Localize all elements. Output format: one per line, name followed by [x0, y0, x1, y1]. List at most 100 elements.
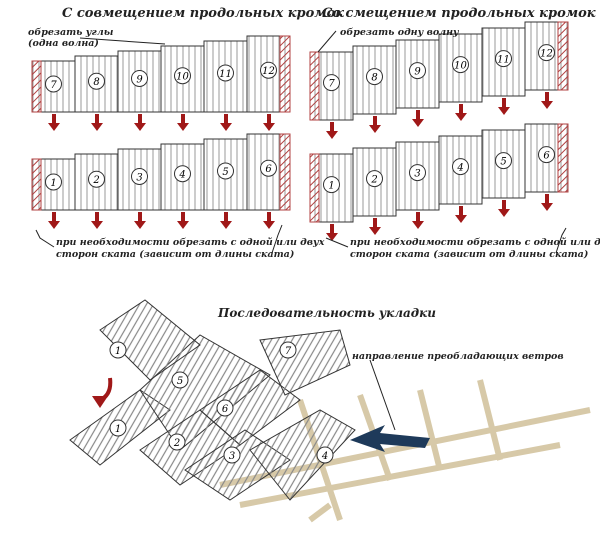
roof-sheet-5: 5 [203, 138, 248, 211]
arrow-shaft [138, 212, 142, 222]
sheet-number: 5 [222, 167, 228, 178]
sheet-body [249, 409, 356, 501]
sheet-number-circle [538, 146, 555, 164]
leader-line [317, 30, 337, 53]
leader-line [271, 224, 283, 254]
sheet-number: 11 [219, 69, 232, 80]
roof-sheet-2: 2 [74, 153, 119, 211]
roof-sheet-7: 7 [31, 60, 76, 113]
roof-sheet-3: 3 [395, 141, 440, 211]
roof-sheet-1: 1 [99, 299, 201, 381]
left-bottom-note-1: при необходимости обрезать с одной или д… [56, 237, 325, 248]
arrow-head [412, 221, 424, 229]
arrow-shaft [52, 114, 56, 124]
down-arrow [412, 212, 424, 229]
wind-direction-label: направление преобладающих ветров [352, 351, 564, 362]
left-panel-title: С совмещением продольных кромок [62, 6, 345, 21]
down-arrow [326, 122, 338, 139]
cut-area-right [557, 123, 569, 193]
arrow-shaft [267, 114, 271, 124]
roof-sheet-2: 2 [352, 147, 397, 217]
roof-sheet-8: 8 [352, 45, 397, 115]
roof-sheet-2: 2 [139, 409, 241, 486]
arrow-shaft [502, 200, 506, 210]
sheet-number-circle [279, 341, 297, 359]
sheet-number: 10 [454, 61, 467, 72]
sheet-number: 3 [136, 172, 142, 183]
sheet-number: 11 [497, 55, 510, 66]
roof-sheet-7: 7 [309, 51, 354, 121]
roof-sheet-11: 11 [203, 40, 248, 113]
sheet-number: 9 [136, 74, 143, 85]
roof-sheet-3: 3 [117, 148, 162, 211]
down-arrow [91, 212, 103, 229]
arrow-head [48, 123, 60, 131]
sheet-number: 1 [115, 346, 121, 357]
arrow-head [326, 131, 338, 139]
sheet-number: 1 [328, 181, 334, 192]
leader-line [369, 359, 396, 431]
right-panel-title: Со смещением продольных кромок [322, 6, 596, 21]
arrow-shaft [138, 114, 142, 124]
roof-sheet-4: 4 [438, 135, 483, 205]
sheet-number-circle [409, 62, 426, 80]
wind-arrow [350, 425, 430, 452]
arrow-head [263, 123, 275, 131]
leader-line [79, 37, 166, 45]
sheet-number: 4 [456, 163, 463, 174]
sheet-number: 8 [93, 77, 99, 88]
sheet-number-circle [495, 152, 512, 170]
down-arrow [498, 98, 510, 115]
sheet-number: 6 [222, 404, 229, 415]
roof-sheet-1: 1 [309, 153, 354, 223]
sheet-number-circle [366, 170, 383, 188]
sheet-number: 7 [328, 79, 335, 90]
arrow-head [455, 215, 467, 223]
roof-sheet-8: 8 [74, 55, 119, 113]
cut-area-right [279, 133, 291, 211]
sheet-number-circle [538, 44, 555, 62]
sheet-number: 1 [115, 424, 121, 435]
arrow-head [263, 221, 275, 229]
sheet-number-circle [131, 167, 148, 185]
arrow-head [220, 221, 232, 229]
down-arrow [263, 212, 275, 229]
sheet-number: 3 [414, 169, 420, 180]
arrow-head [134, 221, 146, 229]
rafter [308, 502, 332, 523]
sheet-number: 5 [177, 376, 183, 387]
arrow-head [48, 221, 60, 229]
sheet-number: 8 [371, 73, 377, 84]
sheet-number-circle [223, 446, 241, 464]
down-arrow [177, 212, 189, 229]
roof-sheet-1: 1 [31, 158, 76, 211]
arrow-head [177, 221, 189, 229]
roof-sheet-5: 5 [481, 129, 526, 199]
sheet-number-circle [109, 419, 127, 437]
arrow-head [326, 233, 338, 241]
sheet-number-circle [452, 158, 469, 176]
sheet-number-circle [217, 64, 234, 82]
sheet-number-circle [131, 69, 148, 87]
leader-line [35, 229, 55, 248]
arrow-shaft [52, 212, 56, 222]
arrow-shaft [224, 114, 228, 124]
down-arrow [134, 212, 146, 229]
roof-sheet-12: 12 [524, 21, 569, 91]
down-arrow [369, 116, 381, 133]
sheet-number-circle [174, 165, 191, 183]
arrow-head [541, 101, 553, 109]
arrow-shaft [181, 114, 185, 124]
down-arrow [541, 194, 553, 211]
arrow-head [369, 125, 381, 133]
roof-sheet-6: 6 [246, 133, 291, 211]
left-bottom-note-2: сторон ската (зависит от длины ската) [56, 249, 295, 260]
cut-area-left [309, 153, 320, 223]
roof-sheet-1: 1 [69, 389, 171, 466]
arrow-head [369, 227, 381, 235]
sheet-number-circle [495, 50, 512, 68]
sheet-number: 6 [543, 151, 550, 162]
down-arrow [369, 218, 381, 235]
arrow-shaft [181, 212, 185, 222]
